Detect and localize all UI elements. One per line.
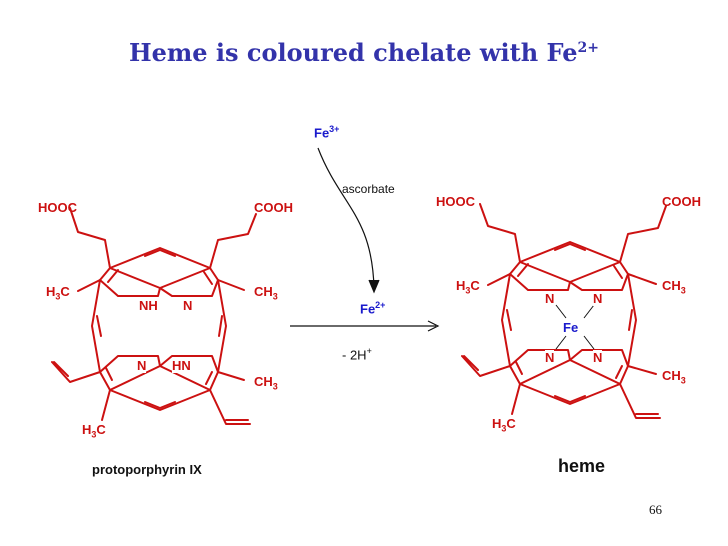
minus-2h-label: - 2H+ [342, 346, 372, 363]
page-number: 66 [649, 502, 662, 517]
curved-arrow-head [368, 279, 380, 294]
heme-double-bond-left [506, 309, 512, 331]
heme-n-label-bottom-left: N [545, 350, 555, 365]
fe-n-bond-bottom-left [555, 335, 567, 350]
double-bond-top [144, 249, 176, 257]
methyl-bond-top-left [77, 279, 101, 292]
double-bond-ring-b [203, 271, 213, 285]
heme-double-bond-ring-b [613, 265, 623, 279]
ch3-bottom-label-left: CH3 [254, 374, 278, 392]
h3c-top-label-left: H3C [46, 284, 70, 302]
n-label-bottom-left: N [137, 358, 147, 373]
heme-methyl-bond-top-right [627, 273, 657, 285]
heme-structure [461, 203, 667, 419]
methyl-bond-bottom-left [101, 389, 111, 421]
double-bond-bottom [144, 401, 176, 409]
meso-bridge-left [91, 279, 101, 373]
heme-n-label-bottom-right: N [593, 350, 603, 365]
title-text: Heme is coloured chelate with Fe [128, 38, 578, 67]
methyl-bond-bottom-right [217, 371, 245, 381]
heme-methyl-bond-top-left [487, 273, 511, 286]
vinyl-group-left [51, 361, 101, 383]
heme-double-bond-ring-a [517, 263, 529, 277]
nh-label-top-left: NH [139, 298, 158, 313]
slide-title: Heme is coloured chelate with Fe2+ [0, 38, 728, 67]
heme-vinyl-group-left [461, 355, 511, 377]
fe-n-bond-top-right [583, 304, 595, 319]
protoporphyrin-caption: protoporphyrin IX [92, 462, 202, 477]
fe2-label: Fe2+ [360, 300, 386, 317]
reaction-arrows [290, 147, 440, 332]
cooh-label-right: COOH [662, 194, 701, 209]
pyrrole-ring-c [99, 355, 161, 391]
pyrrole-ring-a [99, 267, 161, 297]
heme-double-bond-top [554, 243, 586, 251]
curved-reduction-arrow [317, 147, 375, 289]
n-label-top-right: N [183, 298, 193, 313]
heme-pyrrole-ring-b [569, 261, 629, 291]
heme-vinyl-group-bottom [619, 383, 661, 419]
pyrrole-ring-b [159, 267, 219, 297]
meso-bridge-top [109, 247, 211, 269]
heme-double-bond-ring-c [515, 361, 523, 375]
methyl-bond-top-right [217, 279, 245, 291]
cooh-label-left: COOH [254, 200, 293, 215]
fe-n-bond-bottom-right [583, 335, 595, 350]
pyrrole-ring-d [159, 355, 219, 391]
heme-double-bond-right [628, 309, 633, 331]
reaction-arrow-head [427, 320, 440, 332]
heme-propionic-chain-left [479, 203, 521, 263]
double-bond-left [96, 315, 102, 337]
h3c-bottom-label-left: H3C [82, 422, 106, 440]
propionic-chain-left [69, 207, 111, 269]
double-bond-ring-a [107, 269, 119, 283]
ch3-top-label-left: CH3 [254, 284, 278, 302]
hn-label-bottom-right: HN [172, 358, 191, 373]
heme-double-bond-ring-d [615, 365, 623, 379]
ascorbate-label: ascorbate [342, 182, 395, 196]
ch3-bottom-label-right: CH3 [662, 368, 686, 386]
heme-meso-bridge-left [501, 273, 511, 367]
heme-pyrrole-ring-a [509, 261, 571, 291]
hooc-label-left: HOOC [38, 200, 77, 215]
heme-methyl-bond-bottom-right [627, 365, 657, 375]
double-bond-ring-c [105, 367, 113, 381]
heme-pyrrole-ring-c [509, 349, 571, 385]
fe3-label: Fe3+ [314, 124, 340, 141]
hooc-label-right: HOOC [436, 194, 475, 209]
ch3-top-label-right: CH3 [662, 278, 686, 296]
heme-methyl-bond-bottom-left [511, 383, 521, 415]
heme-propionic-chain-right [619, 205, 667, 263]
vinyl-group-bottom [209, 389, 251, 425]
heme-n-label-top-right: N [593, 291, 603, 306]
fe-center-label: Fe [563, 320, 579, 335]
heme-meso-bridge-right [627, 273, 637, 367]
heme-pyrrole-ring-d [569, 349, 629, 385]
heme-caption: heme [558, 456, 606, 476]
protoporphyrin-structure [51, 207, 257, 425]
double-bond-right [218, 315, 223, 337]
heme-double-bond-bottom [554, 395, 586, 403]
heme-n-label-top-left: N [545, 291, 555, 306]
iron-coordination-bonds [555, 304, 595, 350]
heme-meso-bridge-top [519, 241, 621, 263]
h3c-top-label-right: H3C [456, 278, 480, 296]
heme-meso-bridge-bottom [519, 383, 621, 405]
title-superscript: 2+ [577, 40, 600, 56]
fe-n-bond-top-left [555, 304, 567, 319]
propionic-chain-right [209, 213, 257, 269]
double-bond-ring-d [205, 371, 213, 385]
meso-bridge-right [217, 279, 227, 373]
h3c-bottom-label-right: H3C [492, 416, 516, 434]
meso-bridge-bottom [109, 389, 211, 411]
